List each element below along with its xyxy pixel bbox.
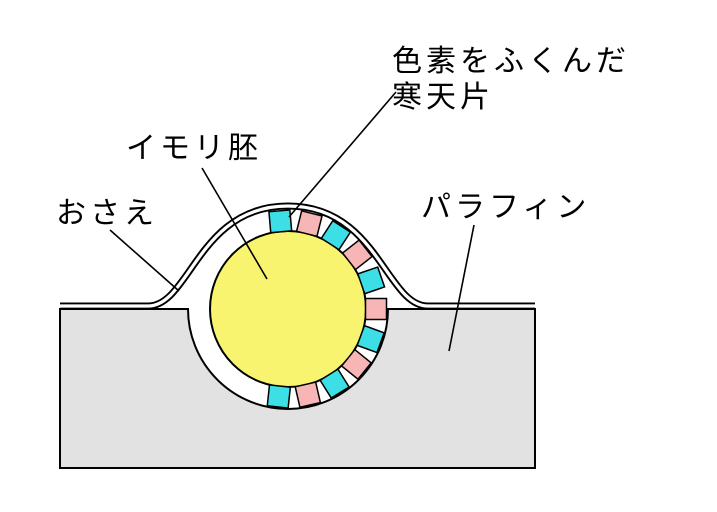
leader-lines xyxy=(109,91,475,352)
agar-squares-group xyxy=(266,209,388,409)
label-embryo: イモリ胚 xyxy=(126,131,262,166)
agar-piece-pink xyxy=(340,348,373,381)
agar-piece-cyan xyxy=(356,266,386,295)
agar-piece-pink xyxy=(295,209,323,238)
paraffin-block xyxy=(59,308,536,469)
label-paraffin: パラフィン xyxy=(421,190,590,225)
agar-piece-cyan xyxy=(319,368,351,400)
label-agar-line2: 寒天片 xyxy=(392,80,494,115)
agar-piece-cyan xyxy=(266,384,292,409)
agar-piece-cyan xyxy=(268,209,293,234)
holder-film-core xyxy=(60,204,535,308)
leader-embryo xyxy=(201,167,268,280)
label-agar-line1: 色素をふくんだ xyxy=(392,44,630,79)
agar-piece-pink xyxy=(364,297,388,321)
agar-piece-pink xyxy=(294,381,322,409)
leader-paraffin xyxy=(448,224,475,352)
labels: 色素をふくんだ 寒天片 イモリ胚 おさえ パラフィン xyxy=(56,44,630,231)
leader-agar xyxy=(288,91,397,218)
leader-holder xyxy=(109,229,180,292)
agar-piece-cyan xyxy=(356,324,386,354)
label-holder: おさえ xyxy=(56,196,158,231)
agar-piece-pink xyxy=(341,239,374,271)
agar-piece-cyan xyxy=(320,219,352,251)
